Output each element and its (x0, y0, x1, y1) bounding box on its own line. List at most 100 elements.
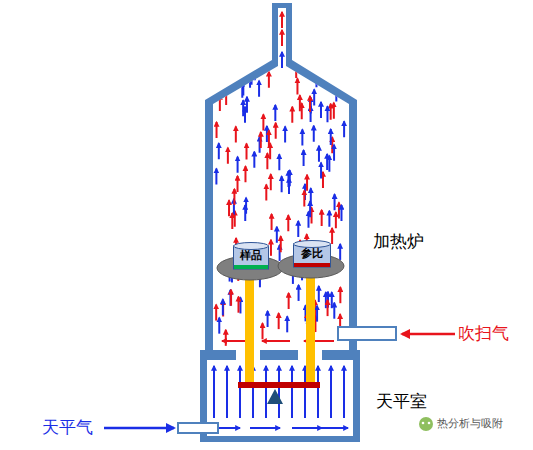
flow-arrow (244, 166, 246, 182)
flow-arrow (333, 303, 335, 319)
flow-arrow (222, 299, 224, 315)
flow-arrow (227, 148, 229, 164)
flow-arrow (242, 80, 244, 96)
flow-arrow (244, 205, 246, 221)
balance-flow-arrow (343, 366, 345, 418)
watermark-icon-eye (428, 422, 431, 425)
purge-gas-pipe (338, 327, 396, 340)
watermark: 热分析与吸附 (437, 416, 503, 431)
flow-arrow (270, 240, 272, 256)
purge-flow-arrow (262, 340, 290, 342)
crucible-bar (294, 263, 330, 267)
gas-flow-arrows (216, 12, 345, 346)
flow-arrow (318, 146, 320, 162)
flow-arrow (345, 72, 347, 88)
flow-arrow (215, 169, 217, 185)
balance-gas-arrows (212, 366, 348, 428)
region-label: 天平室 (376, 390, 427, 413)
flow-arrow (339, 244, 341, 260)
flow-arrow (303, 150, 305, 166)
balance-flow-arrow (250, 427, 280, 429)
flow-arrow (265, 185, 267, 201)
crucible-label: 参比 (293, 247, 331, 260)
crucible-rim (234, 243, 269, 250)
sample-hanger-rod (245, 276, 254, 386)
flow-arrow (275, 123, 277, 139)
flow-arrow (315, 67, 317, 83)
flow-arrow (219, 95, 221, 111)
flow-arrow (333, 103, 335, 119)
balance-flow-arrow (226, 366, 228, 418)
flow-arrow (318, 286, 320, 302)
flow-arrow (281, 176, 283, 192)
flow-arrow (267, 311, 269, 327)
flow-arrow (303, 191, 305, 207)
flow-arrow (247, 63, 249, 79)
crucible-label: 样品 (233, 249, 269, 262)
flow-arrow (328, 211, 330, 227)
flow-arrow (246, 144, 248, 160)
balance-flow-arrow (330, 366, 332, 418)
flow-arrow (225, 89, 227, 105)
flow-arrow (306, 175, 308, 191)
flow-arrow (288, 293, 290, 309)
flow-arrow (218, 318, 220, 334)
crucible-body (234, 246, 269, 269)
flow-arrow (295, 62, 297, 78)
crucible-rim (294, 241, 331, 248)
flow-arrow (324, 62, 326, 78)
flow-arrow (299, 95, 301, 111)
flow-arrow (320, 163, 322, 179)
flow-arrow (309, 96, 311, 112)
flow-arrow (249, 72, 251, 88)
flow-arrow (237, 297, 239, 313)
flow-arrow (334, 77, 336, 93)
flow-arrow (258, 81, 260, 97)
crucible-box: 样品 (233, 242, 269, 270)
flow-arrow (260, 132, 262, 148)
flow-arrow (268, 72, 270, 88)
flow-arrow (276, 227, 278, 243)
flow-arrow (331, 228, 333, 244)
flow-arrow (301, 103, 303, 119)
crucible-bar (234, 265, 268, 269)
region-label: 加热炉 (373, 230, 424, 253)
balance-flow-arrow (304, 366, 306, 418)
flow-arrow (335, 62, 337, 78)
flow-arrow (270, 174, 272, 190)
flow-arrow (320, 102, 322, 118)
flow-arrow (253, 152, 255, 168)
flow-arrow (235, 126, 237, 142)
flow-arrow (281, 12, 283, 28)
crucible-body (294, 244, 331, 267)
flow-arrow (321, 210, 323, 226)
flow-arrow (326, 106, 328, 122)
balance-beam (238, 382, 320, 388)
flow-arrow (226, 77, 228, 93)
flow-arrow (262, 114, 264, 130)
flow-arrow (315, 71, 317, 87)
balance-flow-arrow (318, 427, 348, 429)
flow-arrow (340, 205, 342, 221)
flow-arrow (316, 306, 318, 322)
furnace-interior (213, 8, 349, 352)
flow-arrow (266, 153, 268, 169)
balance-flow-arrow (213, 366, 215, 418)
purge-flow-arrow (222, 340, 246, 342)
flow-arrow (218, 143, 220, 159)
flow-arrow (271, 214, 273, 230)
balance-flow-arrow (265, 366, 267, 418)
flow-arrow (230, 290, 232, 306)
flow-arrow (268, 130, 270, 146)
balance-chamber-interior (207, 360, 353, 436)
flow-arrow (216, 122, 218, 138)
flow-arrow (307, 212, 309, 228)
flow-arrow (335, 212, 337, 228)
flow-arrow (338, 203, 340, 219)
flow-arrow (296, 79, 298, 95)
flow-arrow (274, 105, 276, 121)
flow-arrow (335, 85, 337, 101)
flow-arrow (322, 172, 324, 188)
flow-arrow (233, 189, 235, 205)
